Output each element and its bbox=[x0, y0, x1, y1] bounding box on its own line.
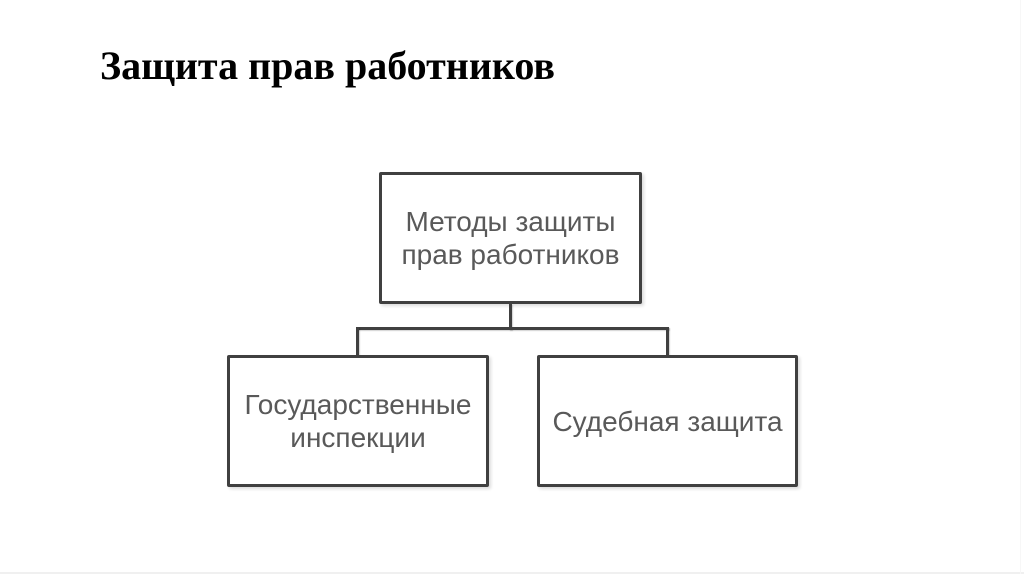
connector-right-drop bbox=[666, 327, 669, 355]
connector-root-stem bbox=[509, 304, 512, 330]
diagram-node-state-inspections: Государственные инспекции bbox=[227, 355, 489, 487]
slide-title: Защита прав работников bbox=[100, 43, 556, 88]
connector-left-drop bbox=[356, 327, 359, 355]
diagram-node-judicial-protection-label: Судебная защита bbox=[552, 405, 783, 437]
diagram-node-root-label: Методы защиты прав работников bbox=[401, 206, 620, 270]
connector-crossbar bbox=[356, 327, 669, 330]
diagram-node-root: Методы защиты прав работников bbox=[379, 172, 642, 304]
slide-bottom-edge bbox=[0, 572, 1024, 574]
diagram-node-judicial-protection: Судебная защита bbox=[537, 355, 798, 487]
diagram-node-state-inspections-label: Государственные инспекции bbox=[244, 389, 472, 453]
slide-right-edge bbox=[1020, 0, 1021, 574]
